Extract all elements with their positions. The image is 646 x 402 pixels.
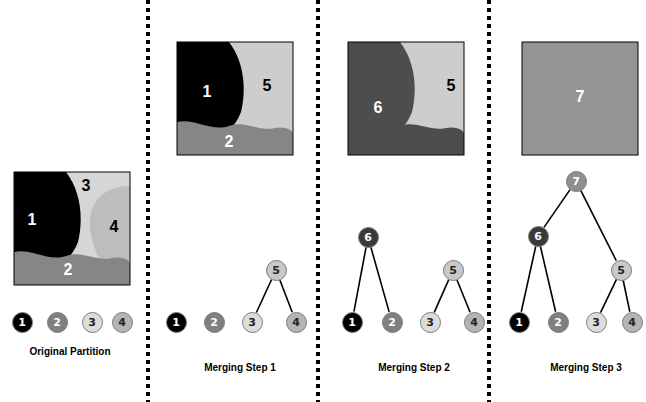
tree-node: 4: [112, 312, 133, 333]
node-number: 4: [292, 317, 300, 328]
node-number: 6: [534, 231, 542, 242]
tree-node: 5: [266, 260, 287, 281]
tree-node: 7: [566, 171, 587, 192]
region-number: 6: [374, 100, 383, 116]
tree-node: 6: [358, 227, 379, 248]
node-number: 2: [53, 317, 61, 328]
region-number: 1: [28, 212, 37, 228]
node-number: 1: [18, 317, 26, 328]
tree-edge: [581, 190, 617, 260]
tree-edge: [521, 246, 535, 311]
region-number: 7: [576, 89, 585, 105]
tree-node: 3: [82, 312, 103, 333]
tree-node: 3: [420, 312, 441, 333]
node-number: 6: [364, 232, 372, 243]
region-number: 5: [263, 78, 272, 94]
tree-edge: [457, 280, 470, 313]
node-number: 1: [172, 317, 180, 328]
tree-edge: [371, 247, 389, 312]
region-number: 3: [82, 178, 91, 194]
tree-node: 2: [382, 312, 403, 333]
tree-edge: [623, 280, 630, 311]
node-number: 1: [348, 317, 356, 328]
tree-edge: [354, 247, 366, 311]
node-number: 3: [592, 317, 600, 328]
region-number: 4: [110, 219, 119, 235]
node-number: 2: [388, 317, 396, 328]
tree-node: 3: [586, 312, 607, 333]
node-number: 1: [515, 317, 523, 328]
region-number: 2: [64, 262, 73, 278]
node-number: 4: [628, 317, 636, 328]
tree-node: 1: [166, 312, 187, 333]
region-number: 2: [225, 134, 234, 150]
tree-node: 4: [464, 312, 485, 333]
node-number: 5: [272, 265, 280, 276]
region-number: 1: [203, 84, 212, 100]
tree-node: 2: [548, 312, 569, 333]
node-number: 5: [617, 265, 625, 276]
node-number: 2: [210, 317, 218, 328]
tree-node: 6: [528, 226, 549, 247]
partition-image: [522, 42, 638, 155]
node-number: 7: [572, 176, 580, 187]
partition-image: [14, 172, 130, 285]
node-number: 5: [449, 265, 457, 276]
step-caption: Merging Step 3: [550, 363, 622, 373]
tree-node: 2: [204, 312, 225, 333]
tree-node: 1: [342, 312, 363, 333]
tree-edge: [601, 279, 617, 312]
tree-edge: [540, 246, 555, 312]
separators: [148, 0, 489, 402]
node-number: 3: [248, 317, 256, 328]
node-number: 2: [554, 317, 562, 328]
tree-node: 3: [242, 312, 263, 333]
step-caption: Original Partition: [29, 347, 110, 357]
tree-node: 5: [611, 260, 632, 281]
tree-node: 2: [47, 312, 68, 333]
tree-node: 1: [12, 312, 33, 333]
node-number: 3: [426, 317, 434, 328]
tree-edge: [434, 280, 449, 313]
node-number: 4: [470, 317, 478, 328]
step-caption: Merging Step 2: [378, 363, 450, 373]
node-number: 3: [88, 317, 96, 328]
step-caption: Merging Step 1: [204, 363, 276, 373]
region-number: 5: [447, 78, 456, 94]
tree-edge: [544, 190, 570, 228]
tree-node: 4: [622, 312, 643, 333]
tree-edge: [256, 280, 271, 313]
tree-node: 4: [286, 312, 307, 333]
node-number: 4: [118, 317, 126, 328]
tree-edge: [280, 280, 292, 312]
tree-node: 1: [509, 312, 530, 333]
partition-image: [177, 42, 293, 155]
partition-image: [348, 42, 464, 155]
tree-node: 5: [443, 260, 464, 281]
